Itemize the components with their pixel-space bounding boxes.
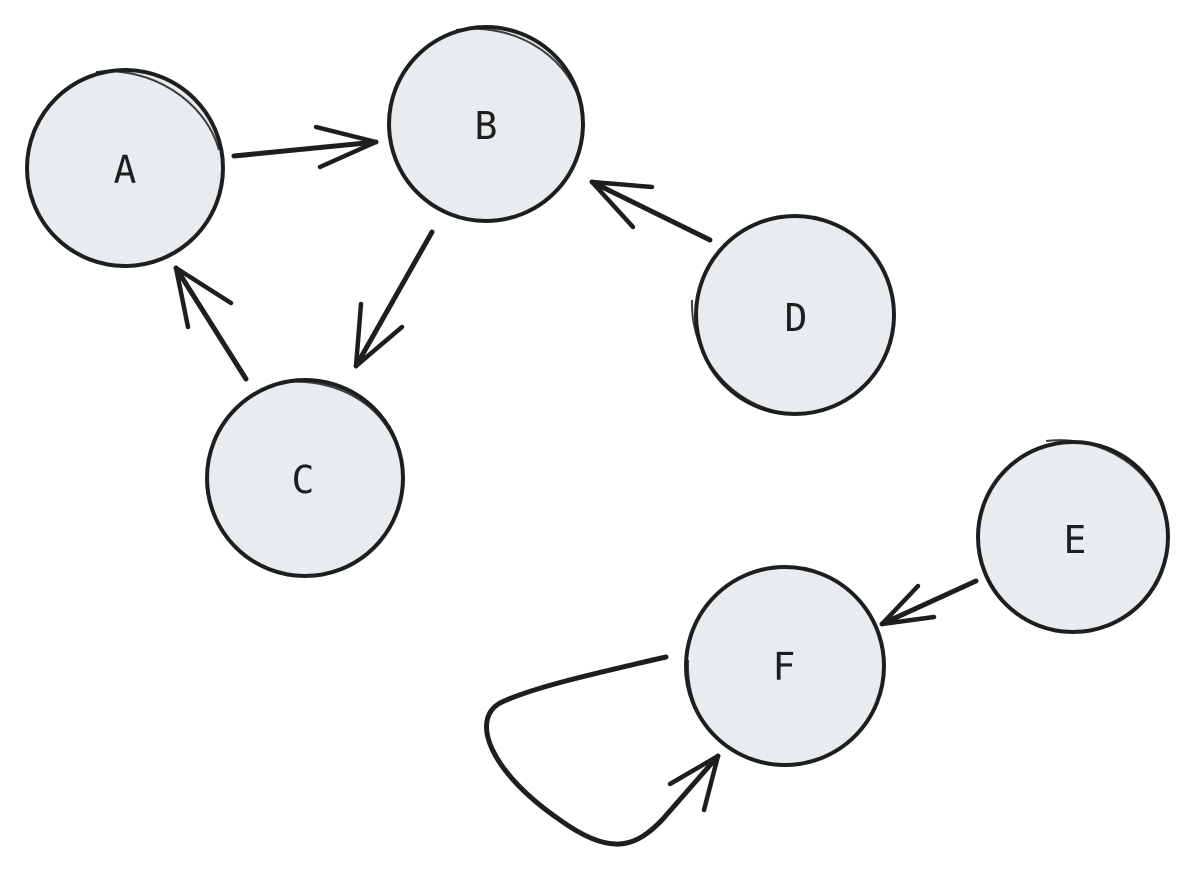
edge-f-to-f-arrowhead (667, 753, 721, 813)
edge-f-to-f (484, 654, 721, 847)
node-e-circle (976, 440, 1170, 634)
edge-e-to-f (879, 578, 979, 627)
node-d[interactable]: D (690, 214, 896, 416)
node-c-circle (205, 378, 405, 578)
node-c-label: C (292, 458, 315, 502)
edges (173, 124, 979, 847)
edge-a-to-b-arrowhead (313, 124, 379, 170)
edge-d-to-b (589, 179, 713, 243)
edge-d-to-b-arrowhead (589, 179, 655, 230)
edge-c-to-a-line (173, 265, 249, 382)
edge-a-to-b (231, 124, 379, 170)
node-c[interactable]: C (205, 378, 405, 578)
edge-b-to-c (353, 229, 435, 369)
edge-c-to-a-arrowhead (173, 265, 234, 330)
node-b-circle (387, 25, 585, 223)
node-b-label: B (475, 104, 498, 148)
node-f-circle (684, 565, 886, 767)
node-a-label: A (114, 148, 137, 192)
edge-b-to-c-line (353, 229, 435, 369)
node-a-sketch-stroke (95, 70, 220, 151)
edge-a-to-b-line (231, 139, 379, 159)
node-d-sketch-stroke (690, 299, 801, 415)
edge-d-to-b-line (589, 179, 713, 243)
node-b[interactable]: B (387, 25, 585, 223)
node-d-label: D (785, 296, 808, 340)
node-c-sketch-stroke (285, 380, 403, 469)
edge-e-to-f-line (879, 578, 979, 627)
edge-e-to-f-arrowhead (879, 583, 937, 627)
node-e[interactable]: E (976, 439, 1170, 634)
node-a-circle (25, 68, 225, 268)
edge-c-to-a (173, 265, 249, 382)
node-f-label: F (773, 645, 796, 689)
node-a[interactable]: A (25, 68, 225, 268)
node-f[interactable]: F (684, 565, 886, 767)
node-e-label: E (1064, 518, 1087, 562)
nodes: A B C D E F (25, 25, 1170, 767)
edge-f-to-f-line (484, 654, 721, 847)
node-b-sketch-stroke (455, 27, 581, 103)
node-f-sketch-stroke (686, 659, 751, 759)
edge-b-to-c-arrowhead (353, 301, 405, 369)
node-e-sketch-stroke (1045, 439, 1167, 521)
